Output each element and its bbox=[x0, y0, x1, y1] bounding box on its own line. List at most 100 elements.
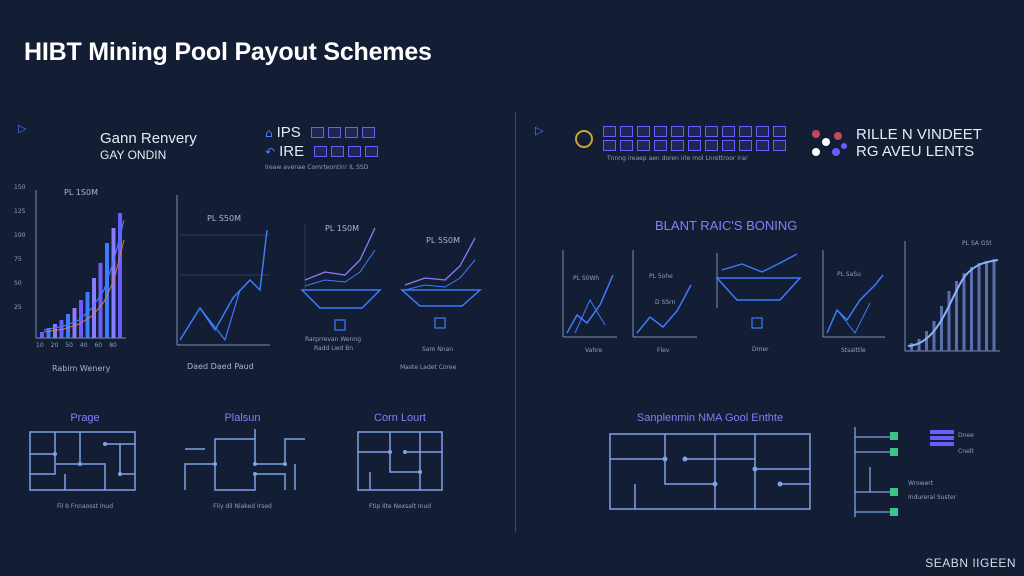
ytick: 50 bbox=[14, 280, 22, 287]
bar bbox=[910, 343, 913, 351]
bar bbox=[40, 332, 44, 338]
legend-item-3: Wrowert bbox=[908, 480, 934, 487]
bars bbox=[910, 259, 996, 351]
left-chart-3: PL 1S0M Rarprrevan Wenng Radd Lwd Bn bbox=[300, 220, 385, 352]
badge-line2: IRE bbox=[279, 143, 305, 160]
home-icon: ⌂ bbox=[265, 125, 273, 140]
right-chart-1-label: PL S0Wh bbox=[573, 275, 600, 282]
xtick: 20 bbox=[50, 342, 59, 349]
ytick: 25 bbox=[14, 304, 22, 311]
bar bbox=[66, 314, 70, 338]
legend-swatch bbox=[890, 432, 898, 440]
ytick: 125 bbox=[14, 208, 26, 215]
left-chart-1: PL 1S0M 150 125 100 75 50 25 10 20 50 40… bbox=[14, 180, 129, 373]
right-chart-4-label: PL SaSu bbox=[837, 271, 861, 278]
right-chart-4-caption: Stsalttle bbox=[841, 347, 866, 354]
right-header: RILLE N VINDEET RG AVEU LENTS bbox=[808, 126, 982, 160]
bar bbox=[970, 267, 973, 351]
right-chart-1-caption: Vahre bbox=[585, 347, 603, 354]
bar bbox=[46, 328, 51, 338]
xtick: 40 bbox=[79, 342, 88, 349]
left-diagram-2: Plalsun Fliy dil Niaked Irsed bbox=[175, 412, 310, 510]
left-chart-1-label: PL 1S0M bbox=[64, 188, 98, 197]
left-chart-3-caption1: Rarprrevan Wenng bbox=[305, 336, 362, 343]
center-divider bbox=[515, 112, 516, 532]
bar bbox=[977, 263, 981, 351]
legend-swatch bbox=[890, 448, 898, 456]
legend-item-4: Indureral Suster bbox=[908, 494, 957, 501]
diagram-3-title: Corn Lourt bbox=[374, 412, 426, 424]
right-diagram: Sanplenmin NMA Gool Enthte bbox=[605, 412, 815, 523]
lock-icon bbox=[434, 317, 446, 329]
right-chart-2-caption: Flev bbox=[657, 347, 670, 354]
right-chart-5: PL SA GSt bbox=[900, 236, 1005, 360]
legend-item-1: Dnee bbox=[958, 432, 974, 439]
left-header: Gann Renvery GAY ONDIN bbox=[100, 130, 197, 164]
badge-caption: Ireaw avenae Comrteontin! IL SSD bbox=[265, 164, 369, 171]
bar bbox=[962, 273, 966, 351]
s-curve bbox=[907, 259, 999, 347]
xtick: 80 bbox=[109, 342, 117, 349]
left-header-line2: GAY ONDIN bbox=[100, 148, 167, 162]
left-chart-1-caption: Rabim Wenery bbox=[52, 364, 111, 373]
bar bbox=[955, 281, 958, 351]
coin-icon bbox=[575, 130, 593, 148]
bars bbox=[40, 213, 122, 338]
legend-item-2: Cnelt bbox=[958, 448, 974, 455]
bar bbox=[940, 306, 943, 351]
bar bbox=[947, 291, 951, 351]
ytick: 75 bbox=[14, 256, 22, 263]
funnel-shape bbox=[400, 289, 482, 307]
xtick: 50 bbox=[65, 342, 73, 349]
left-chart-2-label: PL S50M bbox=[207, 214, 241, 223]
trend-line-2 bbox=[43, 239, 125, 333]
right-chart-4: PL SaSu Stsalttle bbox=[815, 245, 890, 354]
right-chart-5-label: PL SA GSt bbox=[962, 240, 992, 247]
legend-swatch bbox=[890, 488, 898, 496]
right-chart-2-label: PL 5ohe bbox=[649, 273, 673, 280]
play-icon: ▷ bbox=[18, 122, 27, 135]
right-badge-caption: Tnnng ireaep aen doren irle mol Lnrettro… bbox=[607, 155, 748, 162]
bar bbox=[111, 228, 116, 338]
xtick: 60 bbox=[94, 342, 103, 349]
badge-boxes bbox=[310, 127, 375, 138]
bar bbox=[917, 339, 921, 351]
bar bbox=[985, 261, 988, 351]
left-chart-4-caption1: Sam Nnan bbox=[422, 346, 454, 353]
badge-boxes-2 bbox=[314, 146, 379, 157]
right-header-line2: RG AVEU LENTS bbox=[856, 143, 975, 160]
badge-line1: IPS bbox=[276, 124, 301, 141]
bar bbox=[85, 292, 90, 338]
diagram-2-title: Plalsun bbox=[224, 412, 261, 424]
badge-boxes-row2 bbox=[603, 140, 786, 151]
bar bbox=[92, 278, 96, 338]
left-chart-1-svg bbox=[35, 190, 126, 339]
watermark: SEABN IIGEEN bbox=[925, 556, 1016, 570]
funnel-shape bbox=[300, 289, 382, 309]
ytick: 150 bbox=[14, 184, 26, 191]
right-chart-3-caption: Dmer bbox=[752, 346, 769, 353]
bar bbox=[98, 263, 103, 338]
page-title: HIBT Mining Pool Payout Schemes bbox=[24, 38, 432, 66]
left-chart-2-caption: Daed Daed Paud bbox=[187, 362, 254, 371]
play-icon-right: ▷ bbox=[535, 124, 544, 137]
right-legend: Dnee Cnelt Wrowert Indureral Suster bbox=[850, 422, 974, 526]
right-section-title: BLANT RAIC'S BONING bbox=[655, 218, 798, 233]
bar bbox=[925, 331, 928, 351]
left-chart-3-caption2: Radd Lwd Bn bbox=[314, 345, 354, 352]
legend-boxes bbox=[930, 430, 954, 446]
diagram-3-caption: Ftip Ilte Nexsalt Inud bbox=[368, 503, 432, 510]
lock-icon bbox=[751, 317, 763, 329]
left-chart-4-caption2: Maste Ladet Coree bbox=[400, 364, 457, 371]
nodes-icon bbox=[812, 130, 847, 156]
left-chart-4-label: PL 5S0M bbox=[426, 236, 460, 245]
right-diagram-title: Sanplenmin NMA Gool Enthte bbox=[636, 412, 784, 424]
funnel-shape bbox=[715, 277, 802, 301]
arrow-icon: ↶ bbox=[265, 144, 276, 159]
left-badge: ⌂ IPS ↶ IRE Ireaw avenae Comrteontin! IL… bbox=[265, 124, 379, 171]
left-header-line1: Gann Renvery bbox=[100, 130, 197, 147]
bar bbox=[72, 308, 77, 338]
left-chart-4: PL 5S0M Sam Nnan Maste Ladet Coree bbox=[400, 230, 485, 371]
right-chart-2: PL 5ohe D SSrn Flev bbox=[625, 245, 700, 354]
left-chart-1-xticks: 10 20 50 40 60 80 bbox=[36, 342, 117, 349]
